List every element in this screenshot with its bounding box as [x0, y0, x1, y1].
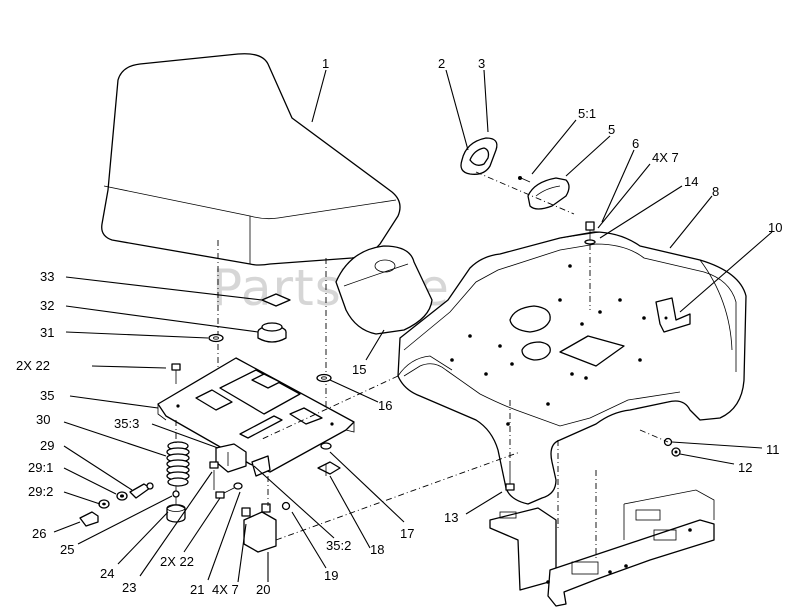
leader-lines: [53, 69, 773, 583]
spring-30: [166, 441, 190, 487]
bolt-22-bottom: [215, 487, 235, 499]
callout-29-1: 29:1: [28, 460, 53, 475]
seat-rail-part: [215, 443, 271, 477]
pan-front-axis: [259, 375, 399, 441]
callout-26: 26: [32, 526, 46, 541]
callout-32: 32: [40, 298, 54, 313]
cover-knob-part: [335, 245, 433, 335]
callout-18: 18: [370, 542, 384, 557]
adjuster-knob-29: [129, 482, 154, 499]
rear-handle-axis: [475, 171, 575, 215]
callout-16: 16: [378, 398, 392, 413]
callout-1: 1: [322, 56, 329, 71]
bolt-23: [209, 461, 219, 490]
callout-24: 24: [100, 566, 114, 581]
callout-23: 23: [122, 580, 136, 595]
callout-8: 8: [712, 184, 719, 199]
spring-bolt-25: [172, 486, 180, 504]
fender-pan-part: [397, 231, 747, 505]
callout-35: 35: [40, 388, 54, 403]
callout-10: 10: [768, 220, 782, 235]
callout-25: 25: [60, 542, 74, 557]
callout-35-2: 35:2: [326, 538, 351, 553]
washer-21: [233, 482, 243, 490]
callout-21: 21: [190, 582, 204, 597]
callout-14: 14: [684, 174, 698, 189]
rear-reflector-part: [527, 177, 570, 210]
bolt-22-top: [171, 363, 181, 384]
callout-29: 29: [40, 438, 54, 453]
callout-29-2: 29:2: [28, 484, 53, 499]
callout-3: 3: [478, 56, 485, 71]
bolt-11-axis: [639, 429, 669, 443]
callout-2: 2: [438, 56, 445, 71]
callout-5-1: 5:1: [578, 106, 596, 121]
nut-29-1: [116, 491, 128, 501]
callout-4x7-top: 4X 7: [652, 150, 679, 165]
callout-35-3: 35:3: [114, 416, 139, 431]
callout-17: 17: [400, 526, 414, 541]
callout-15: 15: [352, 362, 366, 377]
callout-20: 20: [256, 582, 270, 597]
callout-4x7-bottom: 4X 7: [212, 582, 239, 597]
seat-part: [101, 53, 401, 266]
callout-2x22-bottom: 2X 22: [160, 554, 194, 569]
screw-5-1: [518, 176, 531, 183]
callout-31: 31: [40, 325, 54, 340]
seat-plate-part: [157, 357, 355, 473]
bracket-to-mount-axis: [275, 451, 521, 541]
bracket-10-part: [655, 297, 691, 333]
washer-33: [261, 293, 291, 307]
callout-6: 6: [632, 136, 639, 151]
clip-26: [79, 511, 99, 527]
lower-mount-bracket-part: [489, 489, 715, 607]
callout-30: 30: [36, 412, 50, 427]
spring-cup-24: [166, 504, 186, 523]
callout-2x22-top: 2X 22: [16, 358, 50, 373]
callout-33: 33: [40, 269, 54, 284]
clip-18-part: [317, 461, 341, 476]
nut-17: [320, 442, 332, 450]
callout-5: 5: [608, 122, 615, 137]
bumper-32: [257, 322, 287, 343]
rear-handle-part: [460, 137, 498, 175]
washer-31: [208, 333, 224, 343]
callout-13: 13: [444, 510, 458, 525]
callout-12: 12: [738, 460, 752, 475]
bolt-13: [505, 462, 515, 491]
bracket-20-part: [241, 501, 291, 553]
washer-29-2: [98, 499, 110, 509]
callout-19: 19: [324, 568, 338, 583]
washer-16: [316, 373, 332, 383]
callout-11: 11: [766, 442, 780, 457]
